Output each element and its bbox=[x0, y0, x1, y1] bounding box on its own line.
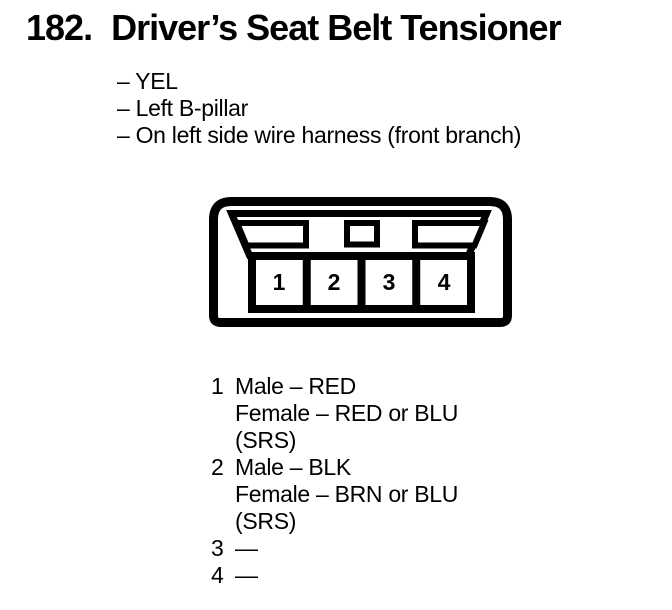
connector-left-slot bbox=[232, 220, 309, 249]
pin-description-line: Female – BRN or BLU bbox=[235, 481, 459, 507]
note-line: – On left side wire harness (front branc… bbox=[117, 122, 522, 148]
pin-description-line: Male – BLK bbox=[235, 454, 351, 480]
connector-pin-3-label: 3 bbox=[383, 269, 396, 295]
pin-description-line: — bbox=[235, 535, 258, 561]
connector-right-slot bbox=[412, 220, 489, 249]
pin-entry: 4 — bbox=[211, 562, 458, 589]
pin-number: 2 bbox=[211, 454, 224, 480]
pin-description: Male – RED Female – RED or BLU (SRS) bbox=[235, 373, 458, 454]
pin-entry: 2 Male – BLK Female – BRN or BLU (SRS) bbox=[211, 454, 458, 535]
pin-description-line: (SRS) bbox=[235, 427, 297, 453]
connector-diagram: 1 2 3 4 bbox=[209, 197, 512, 327]
pin-number: 3 bbox=[211, 535, 224, 561]
connector-pin-4-label: 4 bbox=[438, 269, 451, 295]
pin-description-line: (SRS) bbox=[235, 508, 297, 534]
pin-list: 1 Male – RED Female – RED or BLU (SRS) 2… bbox=[211, 373, 458, 589]
pin-description-line: — bbox=[235, 562, 258, 588]
item-number: 182. bbox=[26, 7, 93, 48]
notes-list: – YEL – Left B-pillar – On left side wir… bbox=[117, 68, 521, 149]
pin-description-line: Male – RED bbox=[235, 373, 356, 399]
pin-description: — bbox=[235, 562, 258, 589]
pin-description: Male – BLK Female – BRN or BLU (SRS) bbox=[235, 454, 458, 535]
page-title: 182. Driver’s Seat Belt Tensioner bbox=[26, 7, 562, 48]
pin-description: — bbox=[235, 535, 258, 562]
pin-description-line: Female – RED or BLU bbox=[235, 400, 459, 426]
note-line: – Left B-pillar bbox=[117, 95, 249, 121]
connector-pin-2-label: 2 bbox=[328, 269, 341, 295]
connector-pin-1-label: 1 bbox=[273, 269, 286, 295]
connector-center-key bbox=[344, 220, 380, 248]
pin-entry: 1 Male – RED Female – RED or BLU (SRS) bbox=[211, 373, 458, 454]
pin-number: 1 bbox=[211, 373, 224, 399]
note-line: – YEL bbox=[117, 68, 178, 94]
pin-number: 4 bbox=[211, 562, 224, 588]
pin-entry: 3 — bbox=[211, 535, 458, 562]
item-title: Driver’s Seat Belt Tensioner bbox=[111, 7, 562, 48]
